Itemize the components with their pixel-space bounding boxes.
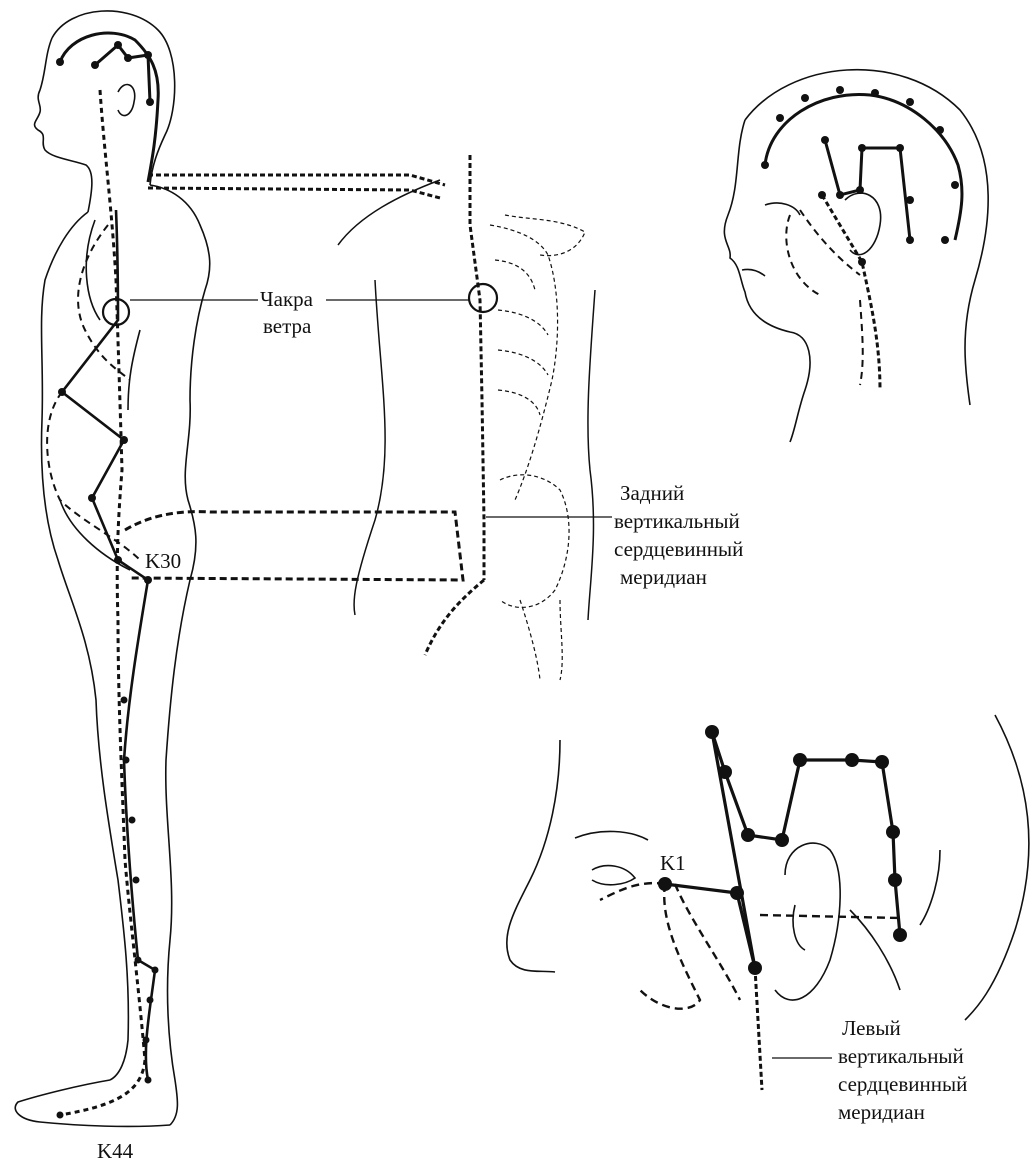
left-meridian-label-line2: вертикальный bbox=[838, 1044, 964, 1068]
face-closeup-figure bbox=[507, 715, 1029, 1020]
wind-chakra-label-line2: ветра bbox=[263, 314, 312, 338]
left-meridian-label-line4: меридиан bbox=[838, 1100, 925, 1124]
back-view-figure bbox=[338, 180, 595, 620]
standing-meridian-paths bbox=[47, 33, 470, 1115]
back-view-spine bbox=[490, 215, 585, 680]
k44-label: K44 bbox=[97, 1139, 134, 1162]
posterior-meridian-label-line2: вертикальный bbox=[614, 509, 740, 533]
posterior-meridian-label-line4: меридиан bbox=[620, 565, 707, 589]
standing-meridian-points bbox=[56, 41, 159, 1119]
posterior-meridian-label-line3: сердцевинный bbox=[614, 537, 743, 561]
head-profile-figure bbox=[724, 70, 988, 442]
k1-label: K1 bbox=[660, 851, 686, 875]
posterior-meridian-label-line1: Задний bbox=[620, 481, 684, 505]
left-meridian-label-line1: Левый bbox=[842, 1016, 901, 1040]
head-profile-meridian bbox=[765, 94, 962, 390]
wind-chakra-label-line1: Чакра bbox=[260, 287, 314, 311]
k30-label: K30 bbox=[145, 549, 181, 573]
left-meridian-label-line3: сердцевинный bbox=[838, 1072, 967, 1096]
